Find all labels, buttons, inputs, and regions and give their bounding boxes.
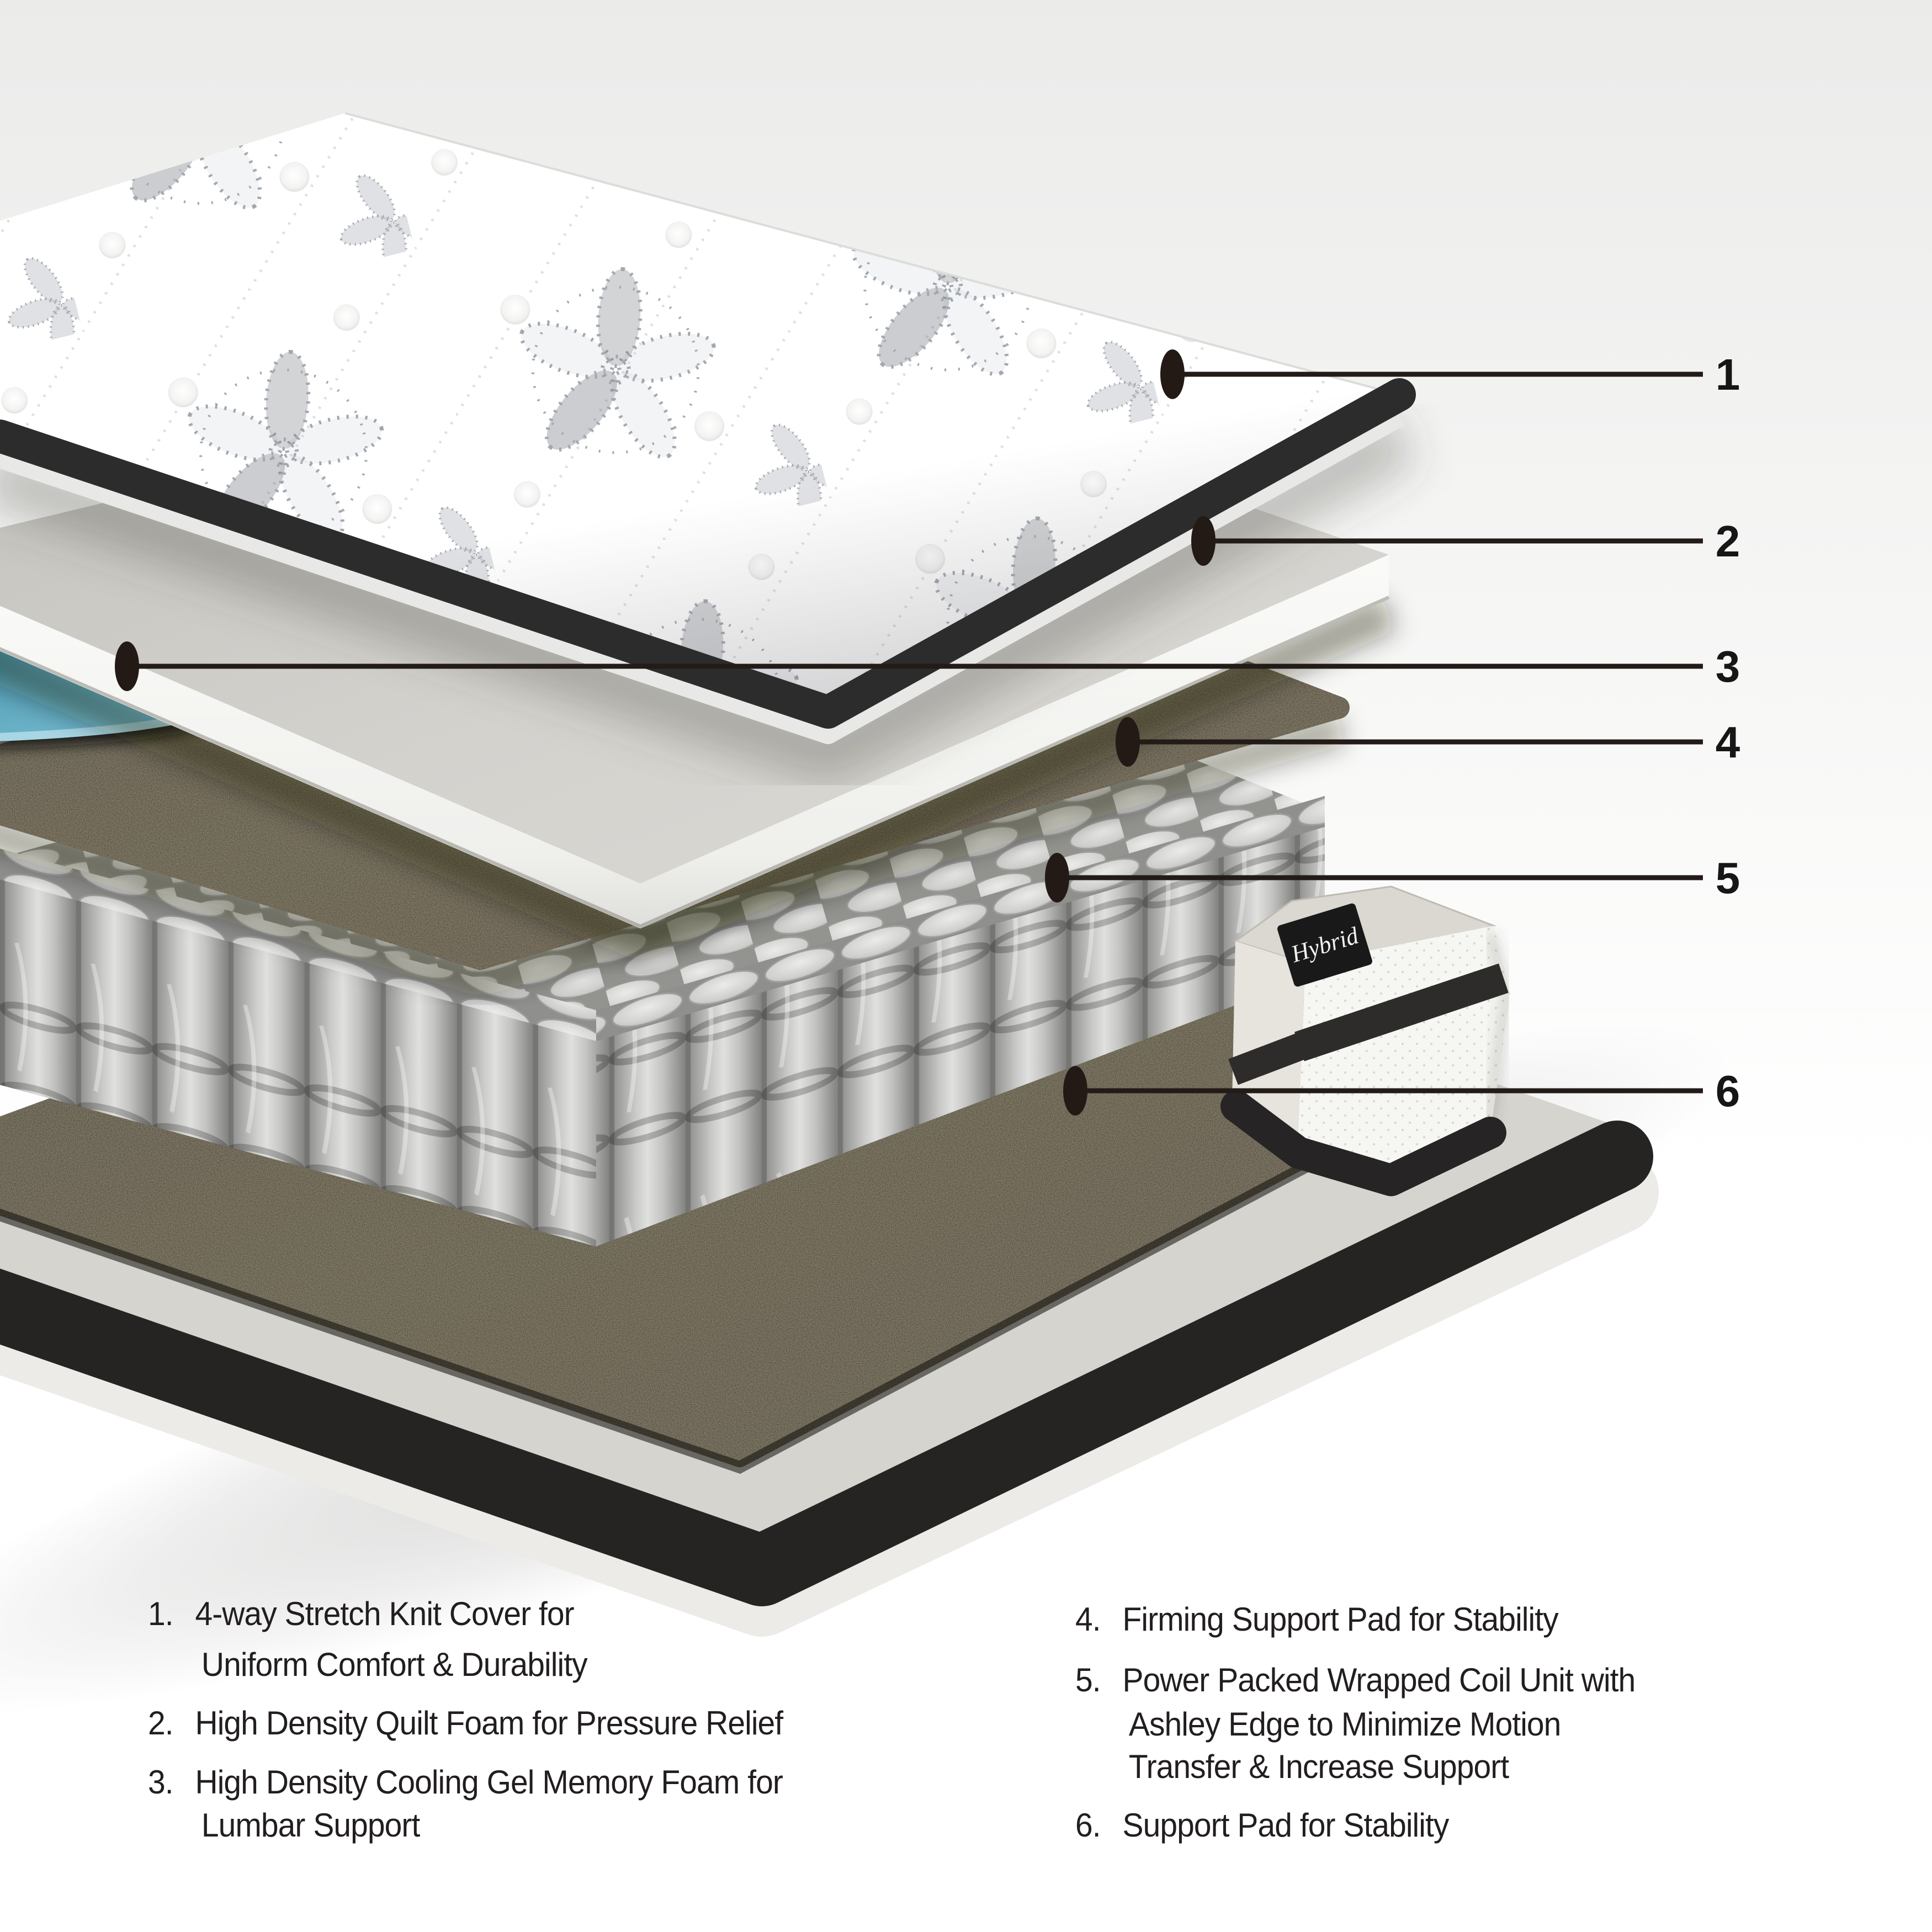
callout-dot-5 <box>1045 853 1069 903</box>
hybrid-tag: Hybrid <box>1277 903 1372 987</box>
firming-pad-shadow <box>0 713 1346 997</box>
callout-numbers: 1 2 3 4 5 6 <box>1716 350 1740 1116</box>
legend-item-4-text: Firming Support Pad for Stability <box>1122 1601 1559 1638</box>
callout-number-1: 1 <box>1716 350 1740 399</box>
legend-item-1-number: 1. <box>148 1595 174 1632</box>
legend-item-4-line-1: 4. Firming Support Pad for Stability <box>1075 1600 1559 1638</box>
callout-dot-1 <box>1160 349 1185 399</box>
callout-number-3: 3 <box>1716 642 1740 691</box>
legend-item-6-text: Support Pad for Stability <box>1122 1807 1450 1844</box>
legend-item-1-text: 4-way Stretch Knit Cover for <box>195 1595 575 1632</box>
legend-item-2-text: High Density Quilt Foam for Pressure Rel… <box>195 1705 784 1742</box>
legend-item-5-text-2: Ashley Edge to Minimize Motion <box>1128 1706 1561 1743</box>
legend-item-2-line-1: 2. High Density Quilt Foam for Pressure R… <box>148 1704 783 1742</box>
legend-item-5-text: Power Packed Wrapped Coil Unit with <box>1122 1662 1636 1699</box>
legend-item-1-line-1: 1. 4-way Stretch Knit Cover for <box>148 1595 575 1633</box>
quilt-foam-front-left-face <box>0 606 640 928</box>
quilt-foam-bottom-line <box>0 596 1390 928</box>
legend-item-1-line-2: Uniform Comfort & Durability <box>148 1646 588 1684</box>
legend-item-2-number: 2. <box>148 1705 174 1742</box>
corner-stripe-left <box>1228 1032 1308 1085</box>
cover-back-edge <box>344 112 1400 396</box>
legend-item-3-line-1: 3. High Density Cooling Gel Memory Foam f… <box>148 1763 783 1801</box>
legend-item-5-text-3: Transfer & Increase Support <box>1128 1748 1509 1785</box>
legend-item-5-line-1: 5. Power Packed Wrapped Coil Unit with <box>1075 1661 1636 1699</box>
callout-dot-3 <box>115 641 139 691</box>
legend-item-5-line-2: Ashley Edge to Minimize Motion <box>1075 1705 1561 1743</box>
coil-cap-row-right <box>596 796 1325 1041</box>
legend-item-5-line-3: Transfer & Increase Support <box>1075 1748 1509 1786</box>
base-black-binding <box>0 1121 1653 1606</box>
quilt-foam-front-right-face <box>640 555 1389 928</box>
legend-item-3-text: High Density Cooling Gel Memory Foam for <box>195 1764 783 1801</box>
legend-item-1-text-2: Uniform Comfort & Durability <box>201 1646 588 1683</box>
legend-item-3-number: 3. <box>148 1764 174 1801</box>
legend-item-3-text-2: Lumbar Support <box>201 1807 420 1844</box>
cover-black-binding <box>0 378 1416 729</box>
callout-number-6: 6 <box>1716 1066 1740 1116</box>
hybrid-corner-piece: Hybrid <box>1220 885 1512 1196</box>
coil-front-left-face <box>0 864 596 1246</box>
callout-number-2: 2 <box>1716 517 1740 566</box>
support-pad-front-edge <box>0 1081 1461 1474</box>
callout-dot-6 <box>1063 1066 1087 1116</box>
callout-lines <box>136 371 1703 1094</box>
firming-pad-edge-highlight <box>0 713 1339 967</box>
callout-number-4: 4 <box>1716 718 1740 767</box>
callout-dots <box>115 349 1216 1116</box>
corner-right-shading <box>1484 931 1512 1130</box>
coil-front-right-face <box>596 811 1325 1246</box>
legend-item-4-number: 4. <box>1075 1601 1101 1638</box>
quilt-foam-shadow <box>0 595 1397 963</box>
callout-dot-2 <box>1191 516 1216 566</box>
legend-item-5-number: 5. <box>1075 1662 1101 1699</box>
corner-stripe-right <box>1294 963 1509 1061</box>
callout-number-5: 5 <box>1716 853 1740 903</box>
callout-dot-4 <box>1116 717 1140 767</box>
legend-item-6-line-1: 6. Support Pad for Stability <box>1075 1806 1450 1844</box>
legend-item-3-line-2: Lumbar Support <box>148 1806 420 1844</box>
legend-item-6-number: 6. <box>1075 1807 1101 1844</box>
corner-bottom-binding <box>1220 1090 1506 1196</box>
